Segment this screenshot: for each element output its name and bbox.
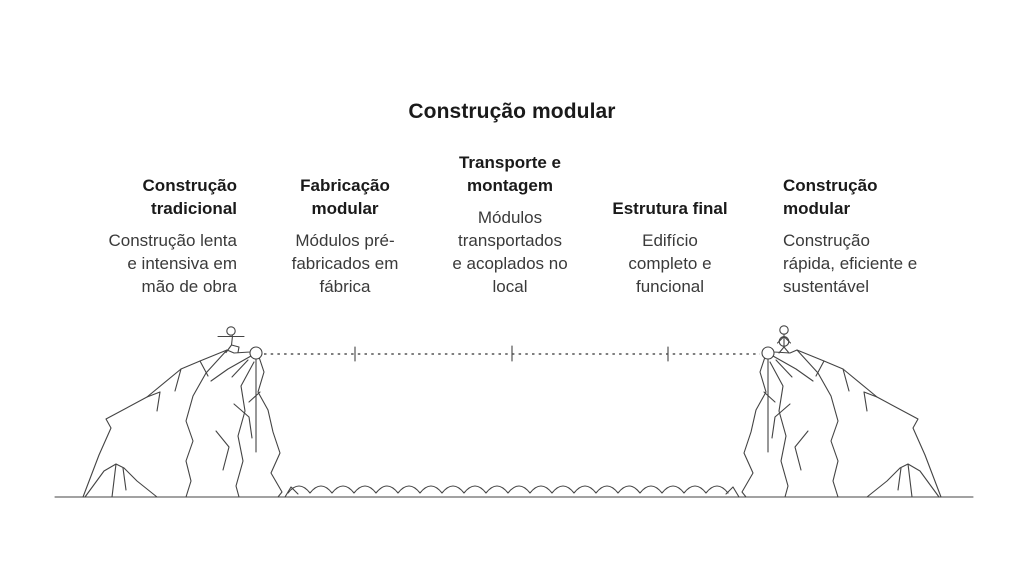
cliffs-illustration — [0, 300, 1024, 510]
column-estrutura-final: Estrutura final Edifício completo e func… — [612, 197, 727, 298]
column-heading: Fabricação modular — [300, 176, 390, 218]
column-transporte-montagem: Transporte e montagem Módulos transporta… — [452, 151, 567, 298]
column-body: Módulos pré- fabricados em fábrica — [291, 231, 399, 296]
water-waves — [287, 485, 729, 494]
column-heading: Construção tradicional — [142, 176, 237, 218]
column-body: Construção lenta e intensiva em mão de o… — [108, 231, 237, 296]
right-cliff — [725, 346, 942, 498]
column-body: Módulos transportados e acoplados no loc… — [452, 208, 568, 296]
column-heading: Construção modular — [783, 176, 878, 218]
left-base-mound — [84, 463, 158, 498]
column-heading: Transporte e montagem — [458, 153, 562, 195]
column-heading: Estrutura final — [612, 199, 728, 218]
column-body: Edifício completo e funcional — [628, 231, 712, 296]
standing-figure-icon — [776, 325, 792, 354]
left-cliff — [82, 346, 299, 498]
column-fabricacao-modular: Fabricação modular Módulos pré- fabricad… — [292, 174, 399, 298]
left-pulley — [249, 346, 263, 360]
rope-tick-marks — [354, 345, 669, 362]
page-title: Construção modular — [408, 100, 616, 123]
column-construcao-modular: Construção modular Construção rápida, ef… — [783, 174, 917, 298]
column-body: Construção rápida, eficiente e sustentáv… — [783, 231, 918, 296]
sitting-figure-icon — [217, 326, 245, 354]
column-construcao-tradicional: Construção tradicional Construção lenta … — [108, 174, 237, 298]
